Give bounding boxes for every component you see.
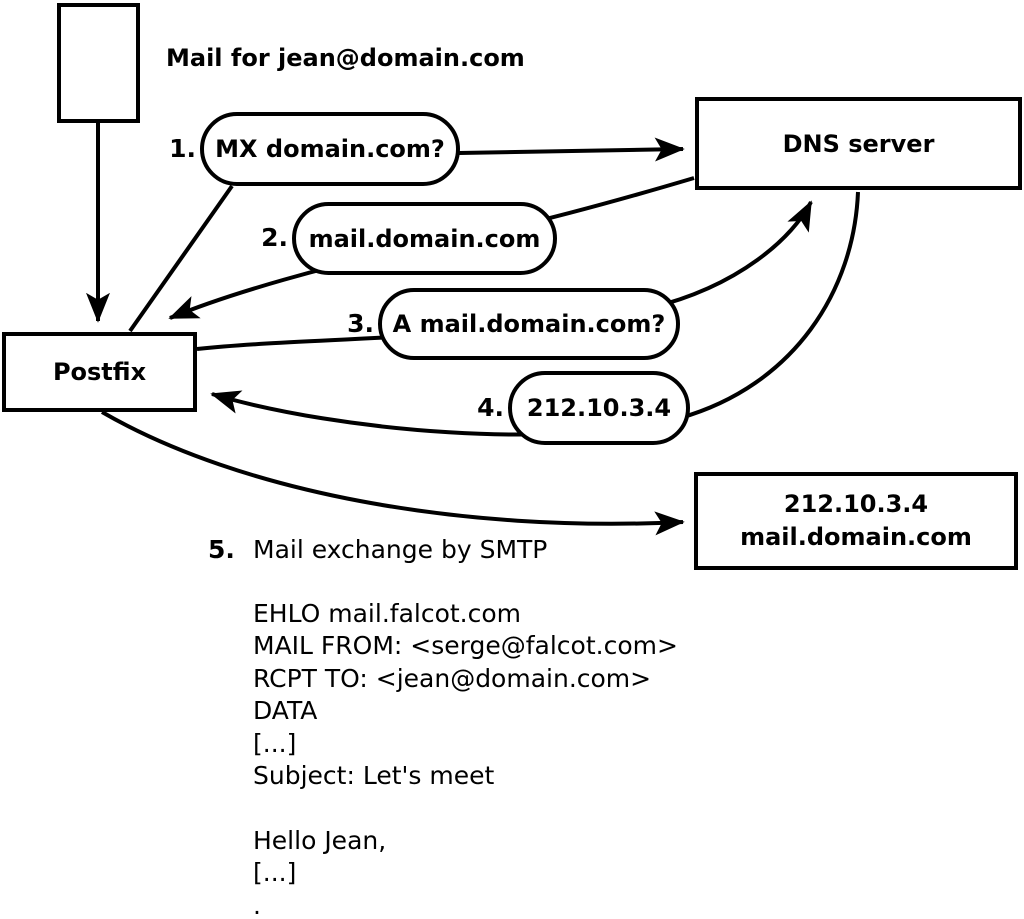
- step-3-pill-a-query: A mail.domain.com?: [378, 288, 680, 360]
- diagram-title: Mail for jean@domain.com: [166, 44, 525, 72]
- postfix-node: Postfix: [2, 332, 197, 412]
- step-2-label: mail.domain.com: [308, 224, 541, 253]
- step-1-number: 1.: [169, 134, 196, 163]
- mailhost-node: 212.10.3.4 mail.domain.com: [694, 472, 1018, 570]
- step-4-pill-a-answer: 212.10.3.4: [508, 371, 690, 445]
- step-2-pill-mx-answer: mail.domain.com: [292, 202, 557, 275]
- dns-server-label: DNS server: [782, 129, 935, 158]
- step-3-number: 3.: [347, 309, 374, 338]
- smtp-line: MAIL FROM: <serge@falcot.com>: [253, 631, 678, 661]
- smtp-line: Subject: Let's meet: [253, 760, 495, 790]
- smtp-line: RCPT TO: <jean@domain.com>: [253, 663, 652, 693]
- step-5-label: Mail exchange by SMTP: [253, 535, 548, 564]
- mailhost-hostname: mail.domain.com: [740, 523, 972, 551]
- arrow-query-mx-to-dns: [458, 137, 685, 162]
- step-1-pill-mx-query: MX domain.com?: [200, 112, 460, 186]
- smtp-line: Hello Jean,: [253, 825, 387, 855]
- step-4-label: 212.10.3.4: [526, 394, 672, 422]
- mailhost-ip: 212.10.3.4: [783, 490, 929, 518]
- smtp-line: EHLO mail.falcot.com: [253, 599, 522, 628]
- step-5-caption: 5. Mail exchange by SMTP: [208, 535, 547, 564]
- mail-message-node: [57, 3, 140, 123]
- smtp-line: .: [253, 890, 261, 919]
- smtp-session-listing: EHLO mail.falcot.com MAIL FROM: <serge@f…: [253, 598, 678, 919]
- smtp-line: DATA: [253, 696, 318, 726]
- step-5-number: 5.: [208, 535, 235, 564]
- step-2-number: 2.: [261, 223, 288, 252]
- smtp-line: [253, 792, 678, 824]
- line-postfix-to-query-mx: [128, 184, 234, 333]
- smtp-line: [...]: [253, 728, 297, 758]
- step-4-number: 4.: [477, 393, 504, 422]
- smtp-line: [...]: [253, 858, 297, 888]
- dns-server-node: DNS server: [695, 97, 1022, 190]
- step-1-label: MX domain.com?: [215, 135, 445, 163]
- step-3-label: A mail.domain.com?: [392, 310, 666, 338]
- postfix-label: Postfix: [52, 358, 147, 386]
- arrow-postfix-to-mailhost-smtp: [100, 410, 685, 536]
